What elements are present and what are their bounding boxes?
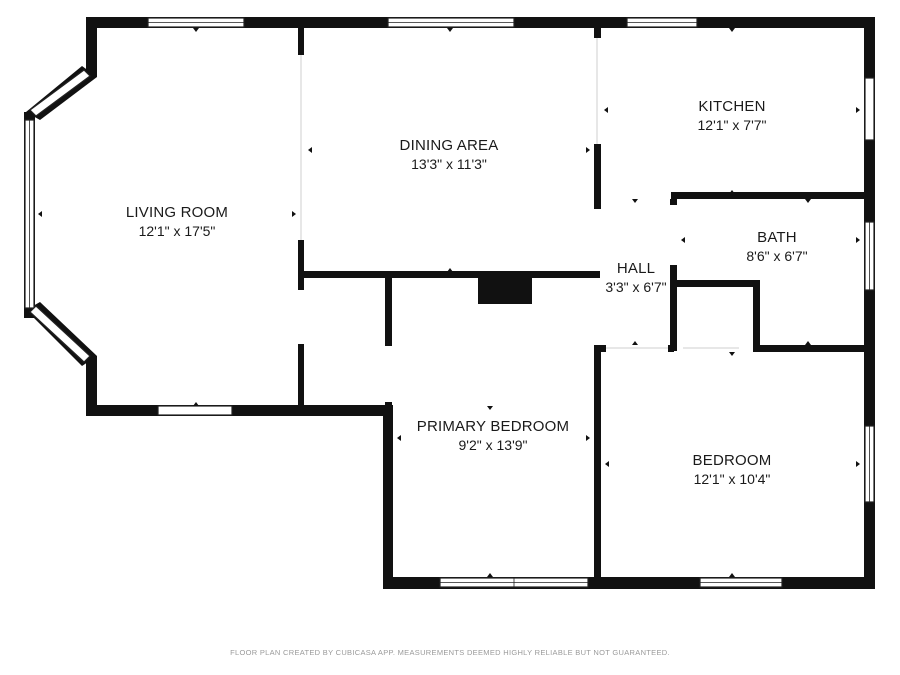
window-bay-upper (29, 69, 91, 117)
window-bath-right (864, 221, 875, 291)
openings (298, 38, 739, 402)
windows (24, 17, 875, 588)
wall-bath-jog-side (753, 280, 760, 351)
window-bay-front (24, 119, 35, 309)
room-bedroom: BEDROOM 12'1" x 10'4" (693, 452, 772, 487)
wall-bath-bottom (753, 345, 874, 352)
wall-hall-stub (594, 199, 601, 209)
wall-dining-bottom (298, 271, 600, 278)
window-bedroom-bottom (699, 577, 783, 588)
room-dimensions: 12'1" x 17'5" (139, 223, 216, 239)
wall-living-bottom (86, 405, 391, 416)
wall-primary-bedroom (594, 345, 601, 585)
opening-hall-bath (670, 205, 677, 265)
room-name: PRIMARY BEDROOM (417, 418, 569, 435)
room-kitchen: KITCHEN 12'1" x 7'7" (698, 98, 767, 133)
room-name: KITCHEN (698, 98, 765, 115)
wall-kitchen-bottom (594, 192, 874, 199)
room-dining-area: DINING AREA 13'3" x 11'3" (400, 137, 499, 172)
room-hall: HALL 3'3" x 6'7" (605, 260, 666, 295)
opening-living-dining-lower (298, 290, 304, 344)
room-name: DINING AREA (400, 137, 499, 154)
room-dimensions: 3'3" x 6'7" (605, 279, 666, 295)
opening-closet (385, 346, 392, 402)
opening-primary-hall (594, 210, 601, 270)
wall-closet (385, 278, 392, 406)
opening-kitchen-hall (601, 192, 671, 199)
wall-left-upper (86, 17, 97, 77)
room-dimensions: 13'3" x 11'3" (411, 156, 487, 172)
room-name: BATH (757, 229, 797, 246)
room-dimensions: 9'2" x 13'9" (459, 437, 528, 453)
window-kitchen-right (864, 77, 875, 141)
room-name: BEDROOM (693, 452, 772, 469)
window-kitchen-top (626, 17, 698, 28)
room-dimensions: 12'1" x 7'7" (698, 117, 767, 133)
room-bath: BATH 8'6" x 6'7" (746, 229, 807, 264)
wall-hall-bath (670, 199, 677, 351)
disclaimer-footer: FLOOR PLAN CREATED BY CUBICASA APP. MEAS… (230, 648, 670, 657)
window-dining-top (387, 17, 515, 28)
room-dimensions: 8'6" x 6'7" (746, 248, 807, 264)
chimney (478, 278, 532, 304)
room-dimensions: 12'1" x 10'4" (694, 471, 771, 487)
room-name: LIVING ROOM (126, 204, 228, 221)
room-living-room: LIVING ROOM 12'1" x 17'5" (126, 204, 228, 239)
room-primary-bedroom: PRIMARY BEDROOM 9'2" x 13'9" (417, 418, 569, 453)
window-primary-bottom (439, 577, 589, 588)
window-living-top (147, 17, 245, 28)
window-bedroom-right (864, 425, 875, 503)
window-bay-lower (29, 305, 91, 363)
measurement-ticks (38, 28, 860, 577)
wall-left-lower (86, 356, 97, 416)
wall-primary-left (383, 405, 393, 589)
window-living-bottom (157, 405, 233, 416)
room-name: HALL (617, 260, 655, 277)
wall-right-exterior (864, 17, 875, 589)
wall-bath-jog-top (670, 280, 760, 287)
